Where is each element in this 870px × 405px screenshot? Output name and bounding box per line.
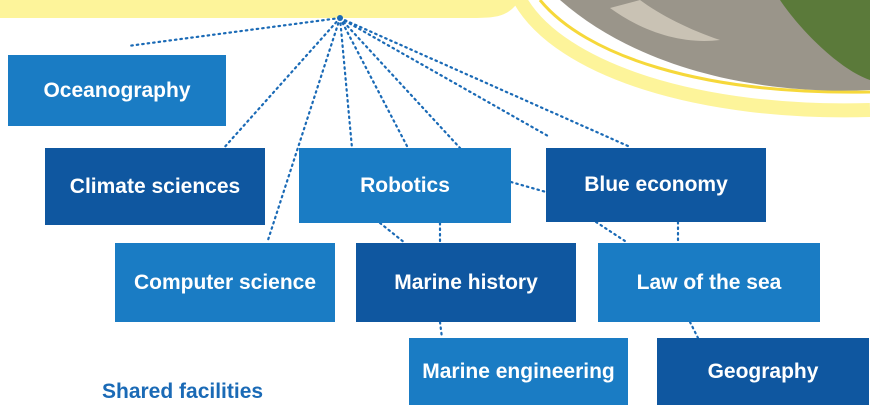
node-marine-history: Marine history — [356, 243, 576, 322]
node-geography: Geography — [657, 338, 869, 405]
connector-line — [338, 16, 550, 138]
connector-line — [266, 16, 342, 242]
node-law-of-the-sea: Law of the sea — [598, 243, 820, 322]
dotted-connectors — [126, 15, 700, 340]
node-oceanography: Oceanography — [8, 55, 226, 126]
shared-facilities-label: Shared facilities — [102, 380, 264, 403]
connector-line — [594, 220, 630, 245]
connector-line — [126, 16, 342, 48]
banner-curve-stroke — [513, 0, 870, 118]
node-computer-science: Computer science — [115, 243, 335, 322]
connector-hub — [337, 15, 343, 21]
connector-line — [688, 320, 700, 340]
connector-line — [220, 16, 342, 152]
connector-line — [338, 16, 410, 150]
yellow-banner — [0, 0, 520, 19]
connector-line — [338, 16, 462, 150]
connector-line — [509, 180, 548, 194]
connector-line — [338, 16, 354, 150]
photo-vegetation — [780, 0, 870, 80]
banner-curve-inner — [538, 0, 870, 94]
connector-line — [438, 320, 444, 340]
node-marine-engineering: Marine engineering — [409, 338, 628, 405]
node-blue-economy: Blue economy — [546, 148, 766, 222]
node-robotics: Robotics — [299, 148, 511, 223]
photo-highlight — [610, 0, 720, 41]
node-climate-sciences: Climate sciences — [45, 148, 265, 225]
connector-line — [378, 221, 407, 245]
